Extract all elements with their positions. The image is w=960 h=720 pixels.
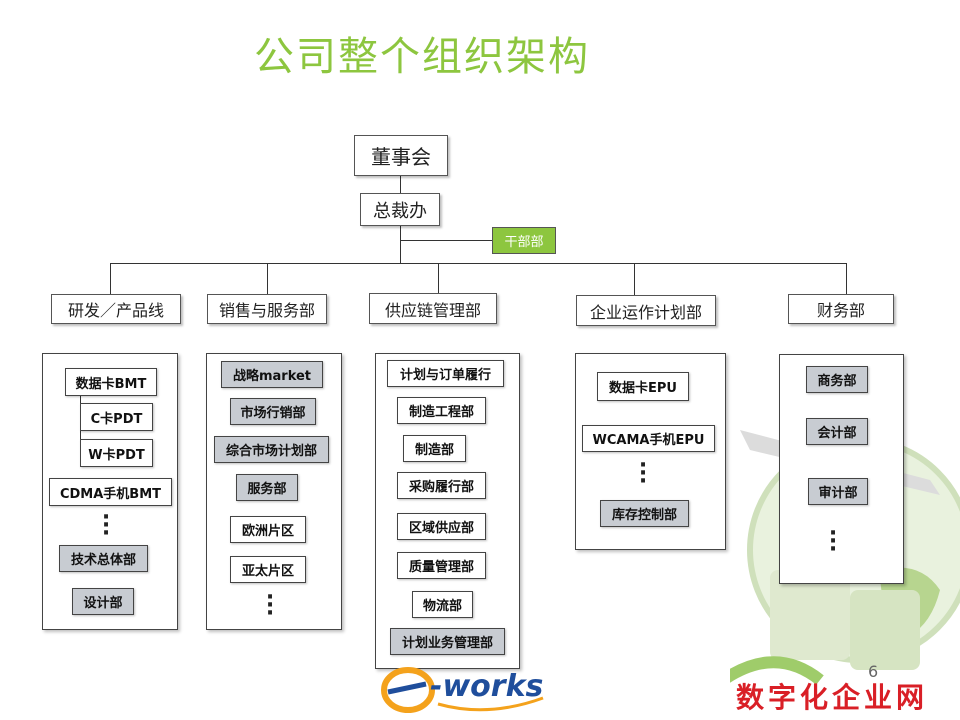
list-item: 制造工程部 [397, 397, 486, 424]
list-item: 质量管理部 [397, 552, 486, 579]
list-item: 数据卡BMT [65, 368, 157, 396]
list-item: 商务部 [806, 366, 868, 393]
dept-sales: 销售与服务部 [207, 294, 327, 324]
dept-ops-planning: 企业运作计划部 [576, 295, 716, 326]
connector-line [400, 176, 401, 194]
list-item: 区域供应部 [397, 513, 486, 540]
list-item: 设计部 [72, 588, 134, 615]
list-item: 亚太片区 [230, 556, 306, 583]
connector-line [846, 263, 847, 295]
list-item: 战略market [221, 361, 323, 388]
list-item: 库存控制部 [600, 500, 689, 527]
ellipsis-dots: ··· [101, 505, 111, 546]
dept-supply-chain: 供应链管理部 [369, 293, 497, 324]
list-item: 物流部 [412, 591, 473, 618]
list-item: 审计部 [808, 478, 868, 505]
list-item: 欧洲片区 [230, 516, 306, 543]
list-item: 制造部 [403, 435, 466, 462]
dept-finance: 财务部 [788, 294, 894, 324]
list-item: WCAMA手机EPU [582, 425, 715, 452]
list-item: CDMA手机BMT [49, 478, 172, 506]
ellipsis-dots: ··· [265, 585, 275, 626]
connector-line [400, 240, 492, 241]
connector-line [110, 263, 847, 264]
connector-line [400, 226, 401, 264]
list-item: 计划业务管理部 [390, 628, 505, 655]
connector-line [438, 263, 439, 295]
list-item: 计划与订单履行 [387, 360, 504, 387]
connector-line [267, 263, 268, 295]
ellipsis-dots: ··· [828, 521, 838, 562]
connector-line [634, 263, 635, 295]
list-item: 综合市场计划部 [214, 436, 329, 463]
page-number: 6 [868, 662, 879, 681]
eworks-logo: -works [381, 667, 544, 713]
list-item: 技术总体部 [59, 545, 148, 572]
page-title: 公司整个组织架构 [254, 34, 590, 80]
svg-text:-works: -works [430, 669, 543, 704]
list-item: 数据卡EPU [597, 372, 689, 401]
list-item: 服务部 [236, 474, 298, 501]
list-item: W卡PDT [80, 439, 153, 467]
brand-text: 数字化企业网 [736, 681, 929, 714]
connector-line [110, 263, 111, 295]
list-item: C卡PDT [80, 403, 153, 431]
list-item: 会计部 [806, 418, 868, 445]
president-office-node: 总裁办 [360, 193, 440, 226]
list-item: 市场行销部 [230, 398, 316, 425]
list-item: 采购履行部 [397, 472, 486, 499]
board-node: 董事会 [354, 135, 448, 176]
ellipsis-dots: ··· [638, 453, 648, 494]
dept-rd: 研发／产品线 [51, 294, 181, 324]
cadre-department-node: 干部部 [492, 227, 556, 254]
